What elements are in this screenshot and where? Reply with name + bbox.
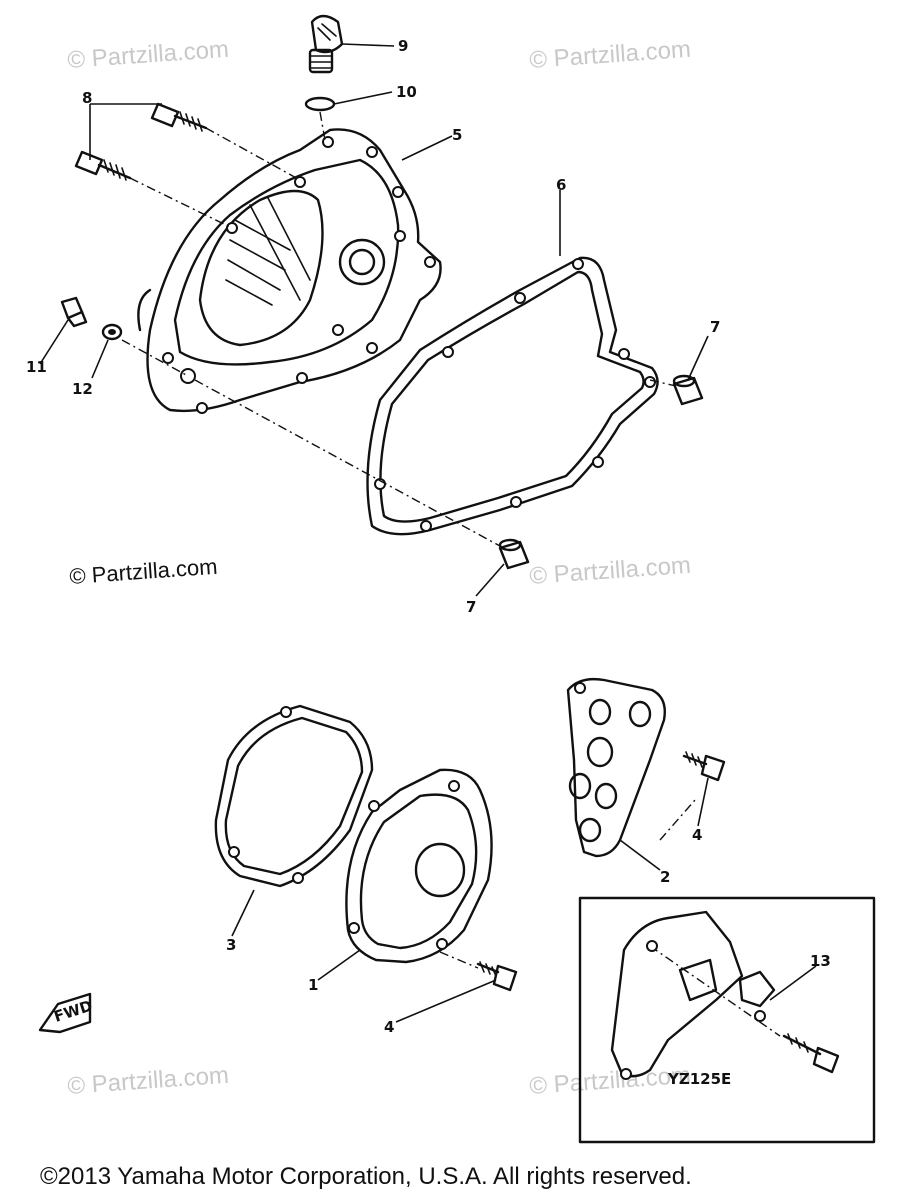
part-4-bolt-lower bbox=[476, 961, 518, 992]
callouts: 9 10 8 5 6 7 7 11 12 3 1 4 4 2 13 bbox=[26, 37, 831, 1036]
part-7-dowel-upper bbox=[672, 374, 704, 406]
callout-2: 2 bbox=[660, 868, 670, 886]
part-12-washer bbox=[101, 323, 123, 341]
part-4-bolt-upper bbox=[682, 751, 726, 782]
forward-arrow-tag: FWD bbox=[38, 992, 95, 1034]
callout-13: 13 bbox=[810, 952, 831, 970]
part-9-filler-cap bbox=[308, 14, 344, 74]
callout-10: 10 bbox=[396, 83, 417, 101]
watermark: © Partzilla.com bbox=[529, 36, 692, 74]
alignment-line bbox=[194, 379, 501, 547]
alignment-line bbox=[205, 127, 301, 181]
part-6-gasket bbox=[366, 256, 659, 536]
callout-7-lower: 7 bbox=[466, 598, 476, 616]
callout-1: 1 bbox=[308, 976, 318, 994]
part-10-o-ring bbox=[304, 96, 336, 112]
inset-yz125e: YZ125E bbox=[578, 896, 876, 1144]
callout-8: 8 bbox=[82, 89, 92, 107]
leader-lines bbox=[39, 43, 817, 1023]
callout-3: 3 bbox=[226, 936, 236, 954]
part-7-dowel-lower bbox=[498, 538, 530, 570]
copyright-notice: ©2013 Yamaha Motor Corporation, U.S.A. A… bbox=[40, 1163, 692, 1190]
part-2-case-guard bbox=[566, 677, 666, 858]
watermark: © Partzilla.com bbox=[67, 1062, 230, 1100]
callout-9: 9 bbox=[398, 37, 408, 55]
alignment-line bbox=[659, 799, 696, 841]
alignment-line bbox=[121, 339, 189, 377]
callout-11: 11 bbox=[26, 358, 47, 376]
part-5-crankcase-cover bbox=[137, 128, 442, 414]
callout-4-lower: 4 bbox=[384, 1018, 394, 1036]
callout-5: 5 bbox=[452, 126, 462, 144]
part-1-side-cover bbox=[345, 768, 493, 964]
watermark: © Partzilla.com bbox=[69, 554, 219, 589]
watermark: © Partzilla.com bbox=[67, 36, 230, 74]
callout-7-upper: 7 bbox=[710, 318, 720, 336]
part-3-cover-gasket bbox=[214, 704, 374, 888]
alignment-line bbox=[649, 379, 677, 387]
part-11-drain-plug bbox=[60, 296, 88, 328]
inset-model-label: YZ125E bbox=[667, 1070, 731, 1088]
callout-6: 6 bbox=[556, 176, 566, 194]
callout-4-upper: 4 bbox=[692, 826, 702, 844]
callout-12: 12 bbox=[72, 380, 93, 398]
watermark: © Partzilla.com bbox=[529, 552, 692, 590]
part-8-bolt-upper bbox=[150, 102, 208, 132]
alignment-line bbox=[319, 111, 326, 141]
part-8-bolt-lower bbox=[74, 150, 132, 181]
alignment-line bbox=[439, 951, 479, 969]
